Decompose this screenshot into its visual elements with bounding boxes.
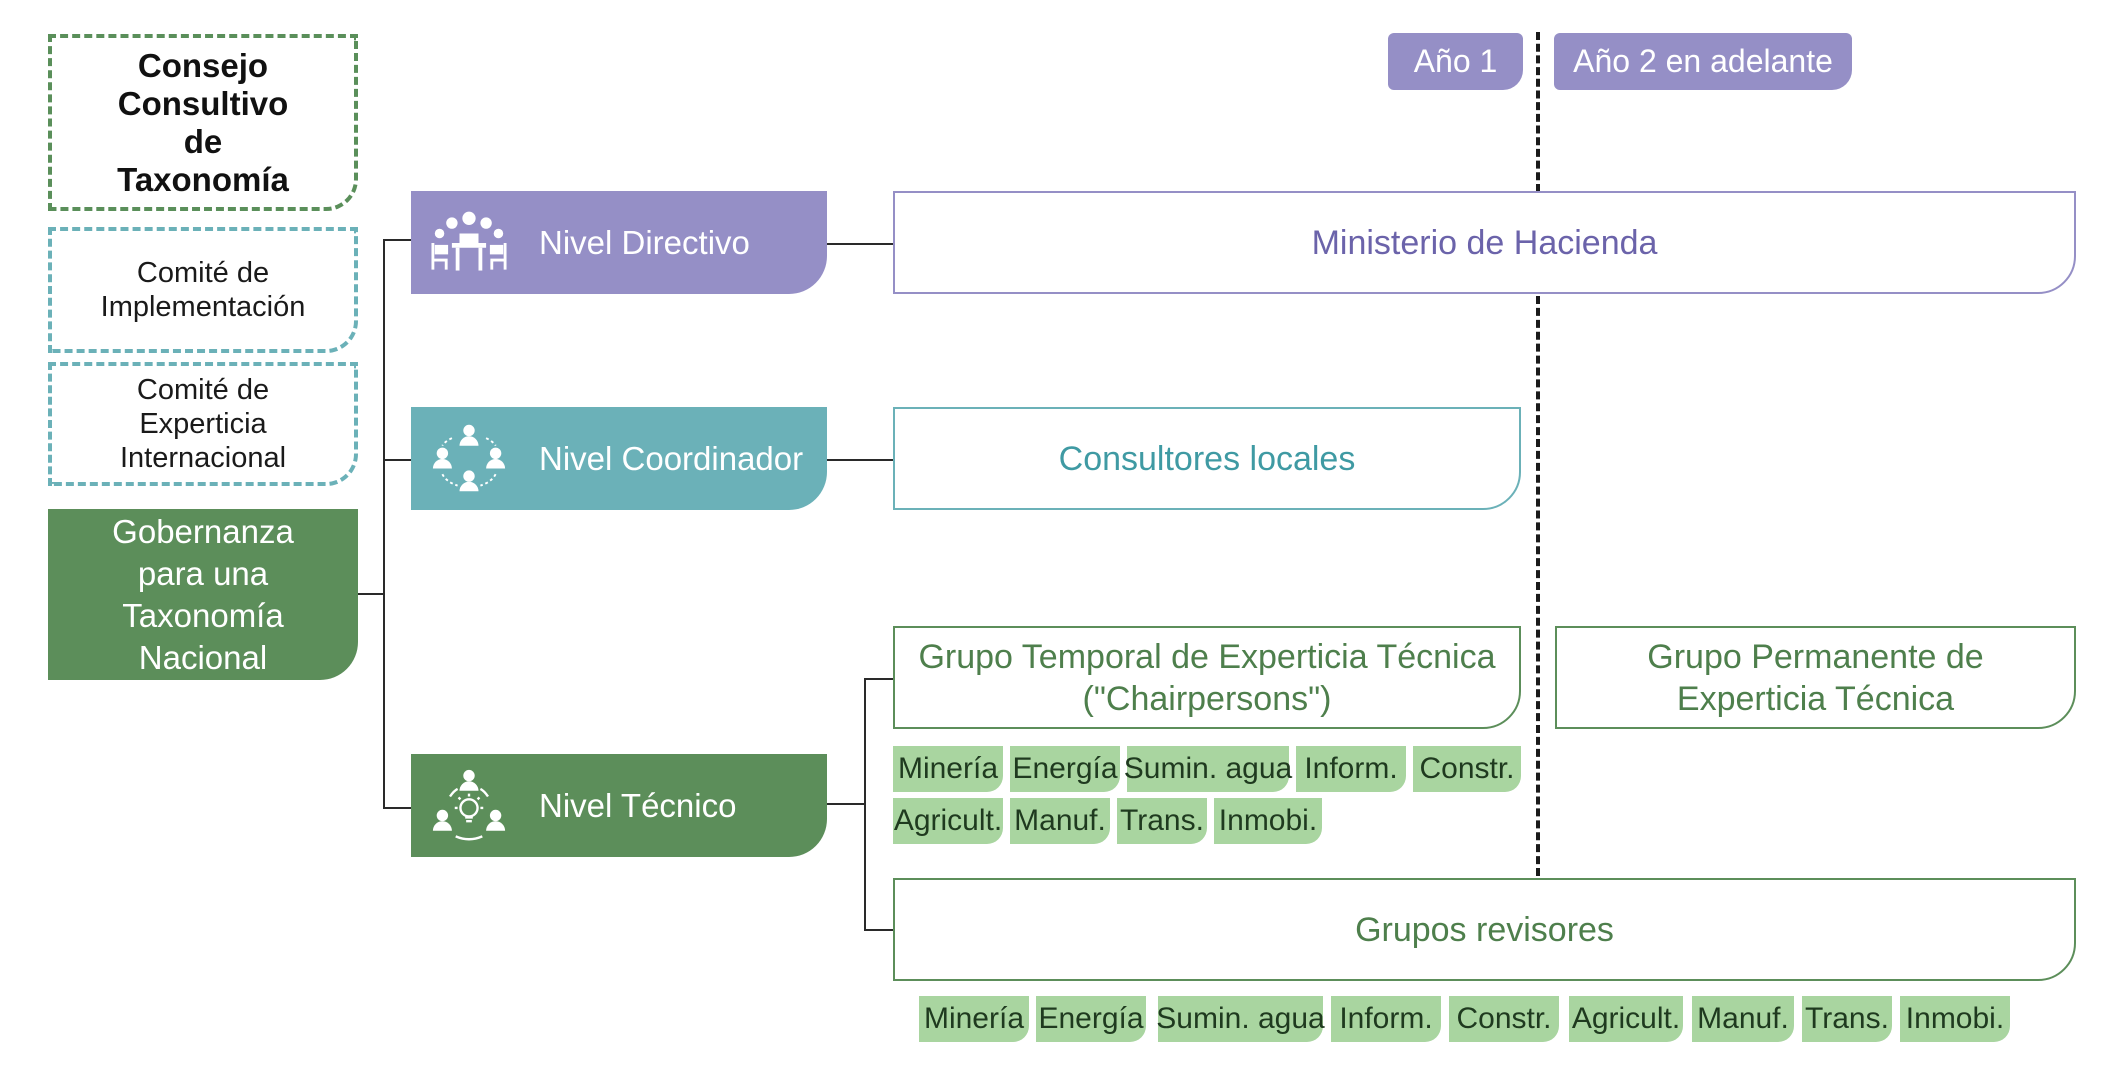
nivel-tecnico-box: Nivel Técnico [411, 754, 827, 857]
connector-directivo-ministerio [827, 243, 893, 245]
connector-coordinador-consultores [827, 459, 893, 461]
year2-tag: Año 2 en adelante [1554, 33, 1852, 90]
sector-tag: Inform. [1296, 746, 1406, 792]
sector-tag: Constr. [1413, 746, 1521, 792]
sector-tag: Sumin. agua [1124, 746, 1292, 792]
bracket-tecnico-top [864, 678, 894, 680]
grupo-temporal-box: Grupo Temporal de Experticia Técnica ("C… [893, 626, 1521, 729]
comite-experticia-label: Comité de Experticia Internacional [119, 374, 287, 474]
bracket-tick-directivo [383, 239, 411, 241]
sector-tag: Agricult. [893, 798, 1003, 844]
comite-implementacion-box: Comité de Implementación [48, 227, 358, 353]
sector-tag: Inmobi. [1214, 798, 1322, 844]
nivel-directivo-box: Nivel Directivo [411, 191, 827, 294]
grupo-permanente-box: Grupo Permanente de Experticia Técnica [1555, 626, 2076, 729]
year-divider-lower [1536, 296, 1540, 876]
grupo-permanente-label-line1: Grupo Permanente de [1647, 637, 1984, 676]
ministerio-hacienda-label: Ministerio de Hacienda [1311, 223, 1658, 262]
bracket-tick-tecnico [383, 807, 411, 809]
grupo-permanente-label-line2: Experticia Técnica [1676, 679, 1955, 718]
bracket-tecnico-bottom [864, 929, 894, 931]
gobernanza-label: Gobernanza para una Taxonomía Nacional [112, 512, 294, 676]
sector-tag: Inmobi. [1900, 996, 2010, 1042]
sector-tag: Minería [893, 746, 1003, 792]
connector-tecnico-bracket [827, 803, 865, 805]
year-divider [1536, 32, 1540, 192]
nivel-directivo-label: Nivel Directivo [539, 223, 750, 261]
comite-experticia-box: Comité de Experticia Internacional [48, 362, 358, 486]
consultores-locales-label: Consultores locales [1058, 439, 1356, 478]
connector-gobernanza [358, 593, 384, 595]
sector-tag: Agricult. [1569, 996, 1683, 1042]
bracket-levels [383, 239, 385, 809]
nivel-coordinador-box: Nivel Coordinador [411, 407, 827, 510]
sector-tag: Energía [1036, 996, 1146, 1042]
sector-tag: Manuf. [1010, 798, 1110, 844]
consejo-consultivo-label: Consejo Consultivo de Taxonomía [117, 46, 289, 198]
year2-label: Año 2 en adelante [1573, 43, 1833, 79]
sector-tag: Trans. [1802, 996, 1892, 1042]
grupos-revisores-box: Grupos revisores [893, 878, 2076, 981]
sector-tag: Inform. [1331, 996, 1441, 1042]
sector-tag: Trans. [1117, 798, 1207, 844]
grupo-temporal-label-line2: ("Chairpersons") [1082, 679, 1332, 718]
sector-tag: Sumin. agua [1156, 996, 1325, 1042]
idea-team-icon [432, 769, 506, 841]
grupo-temporal-label-line1: Grupo Temporal de Experticia Técnica [918, 637, 1496, 676]
sector-tag: Minería [919, 996, 1029, 1042]
nivel-tecnico-label: Nivel Técnico [539, 786, 737, 824]
bracket-tecnico [864, 678, 866, 930]
nivel-coordinador-label: Nivel Coordinador [539, 439, 804, 477]
sector-tag: Manuf. [1692, 996, 1794, 1042]
consejo-consultivo-box: Consejo Consultivo de Taxonomía [48, 34, 358, 211]
consultores-locales-box: Consultores locales [893, 407, 1521, 510]
ministerio-hacienda-box: Ministerio de Hacienda [893, 191, 2076, 294]
people-circle-icon [432, 424, 506, 492]
meeting-table-icon [431, 211, 507, 271]
comite-implementacion-label: Comité de Implementación [100, 257, 306, 323]
bracket-tick-coordinador [383, 459, 411, 461]
gobernanza-box: Gobernanza para una Taxonomía Nacional [48, 509, 358, 680]
sector-tag: Constr. [1449, 996, 1559, 1042]
sector-tag: Energía [1010, 746, 1120, 792]
year1-tag: Año 1 [1388, 33, 1523, 90]
grupos-revisores-label: Grupos revisores [1355, 910, 1614, 949]
year1-label: Año 1 [1413, 43, 1498, 79]
